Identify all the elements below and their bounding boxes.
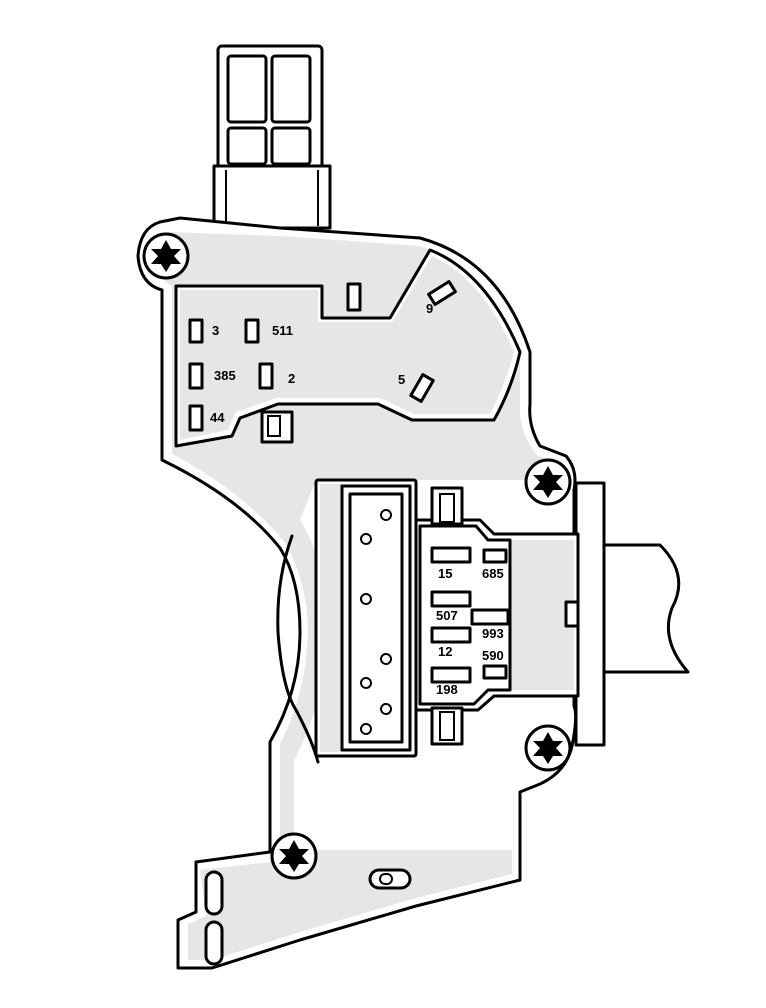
right-stalk xyxy=(574,481,690,747)
terminal-pad xyxy=(482,548,508,564)
terminal-label-507: 507 xyxy=(436,608,458,623)
terminal-pad xyxy=(244,318,260,344)
terminal-label-993: 993 xyxy=(482,626,504,641)
terminal-pad xyxy=(188,318,204,344)
terminal-label-2: 2 xyxy=(288,371,295,386)
terminal-label-44: 44 xyxy=(210,410,225,425)
terminal-label-590: 590 xyxy=(482,648,504,663)
terminal-label-385: 385 xyxy=(214,368,236,383)
terminal-pad xyxy=(430,626,472,644)
mounting-screw-right-lower xyxy=(524,724,572,772)
mounting-screw-right-upper xyxy=(524,458,572,506)
bottom-mounting-slots xyxy=(204,868,412,966)
terminal-label-3: 3 xyxy=(212,323,219,338)
top-connector-plug xyxy=(212,44,332,230)
terminal-label-198: 198 xyxy=(436,682,458,697)
terminal-pad xyxy=(470,608,510,626)
terminal-pad xyxy=(482,664,508,680)
terminal-label-5: 5 xyxy=(398,372,405,387)
terminal-label-511: 511 xyxy=(272,323,293,338)
terminal-pad xyxy=(430,546,472,564)
terminal-pad xyxy=(188,362,204,390)
mounting-screw-top xyxy=(142,232,190,280)
upper-terminal-group: 9 3 511 385 2 5 44 xyxy=(188,280,457,432)
terminal-pad xyxy=(258,362,274,390)
terminal-pad xyxy=(430,590,472,608)
connector-terminal-group: 15 685 507 993 12 590 198 xyxy=(430,546,510,697)
terminal-label-685: 685 xyxy=(482,566,504,581)
terminal-label-9: 9 xyxy=(426,301,433,316)
terminal-pad xyxy=(409,373,435,403)
terminal-pad xyxy=(430,666,472,684)
terminal-label-15: 15 xyxy=(438,566,452,581)
steering-column-arc xyxy=(276,534,320,764)
connector-block xyxy=(314,478,418,758)
terminal-label-12: 12 xyxy=(438,644,452,659)
mounting-screw-bottom xyxy=(270,832,318,880)
terminal-pad xyxy=(188,404,204,432)
terminal-pad xyxy=(427,280,457,306)
